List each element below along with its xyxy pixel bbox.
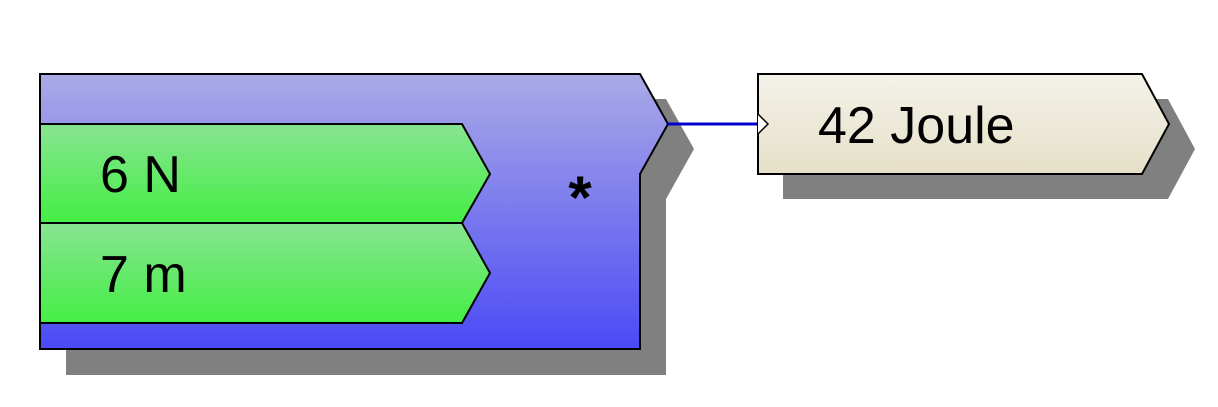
result-value-label: 42 Joule: [818, 97, 1015, 155]
input-port-force-shape: [39, 123, 492, 224]
operator-symbol: *: [568, 164, 592, 231]
input-port-force-label: 6 N: [100, 146, 181, 204]
result-node[interactable]: 42 Joule: [757, 73, 1195, 199]
result-input-arrow-icon: [757, 113, 770, 135]
input-port-force[interactable]: 6 N: [39, 123, 492, 224]
input-port-distance-label: 7 m: [100, 246, 187, 304]
result-node-body: [757, 73, 1171, 175]
input-port-distance-shape: [39, 222, 492, 324]
multiply-operator-node[interactable]: 6 N 7 m *: [39, 73, 694, 375]
input-port-distance[interactable]: 7 m: [39, 222, 492, 324]
